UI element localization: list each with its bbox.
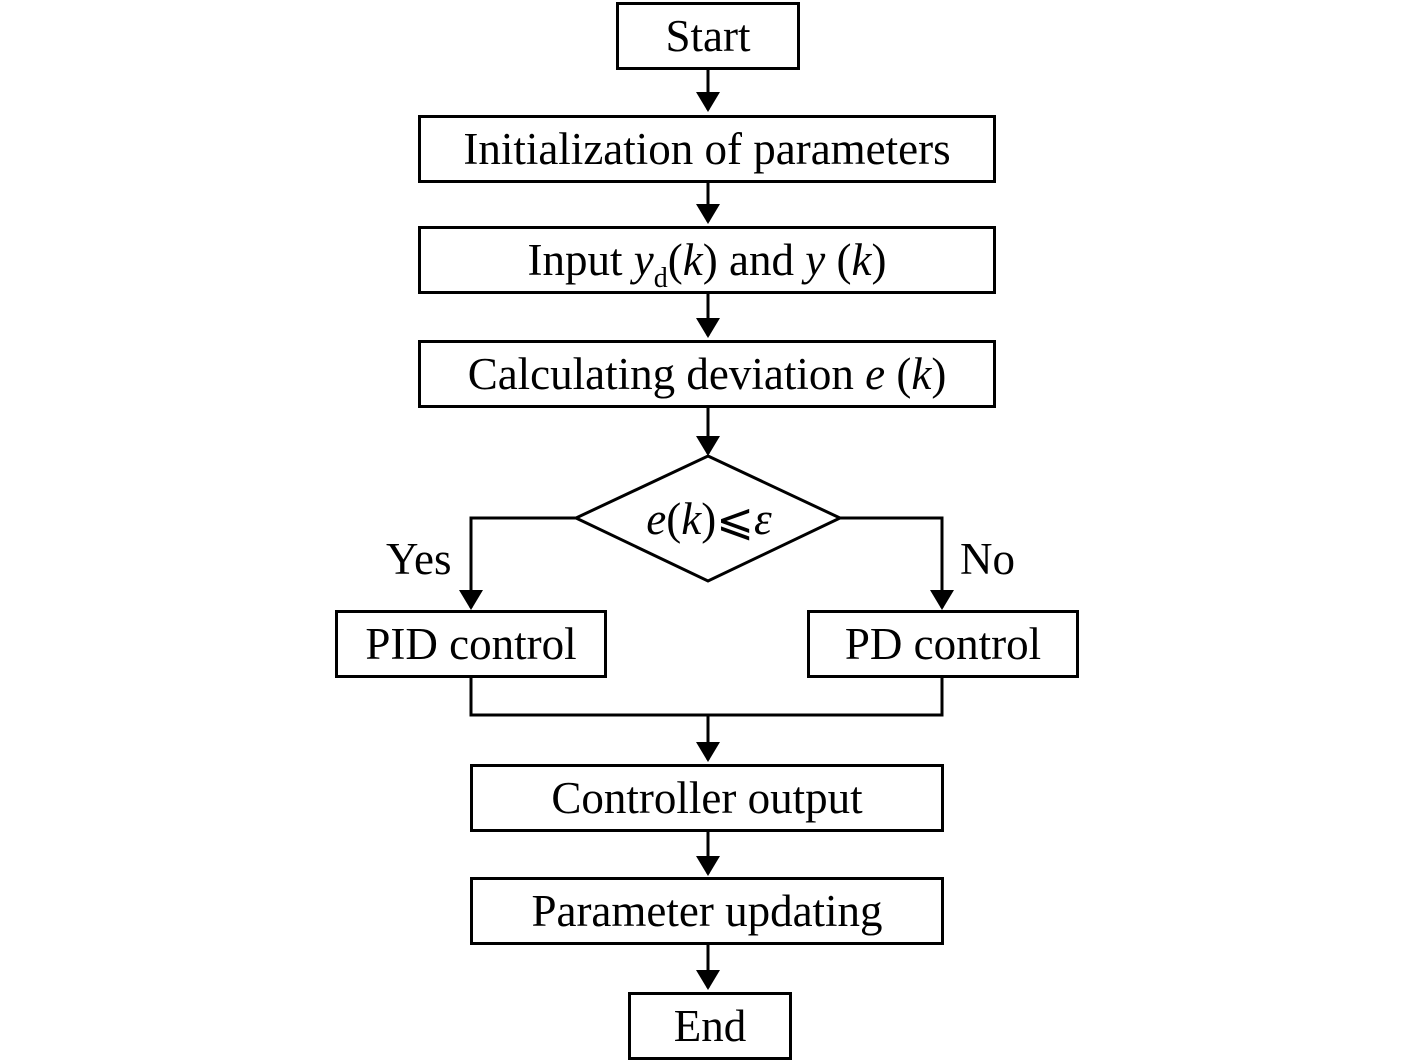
no-label: No	[960, 534, 1015, 584]
calc-arg: (k)	[885, 349, 947, 399]
arrow-yes-branch	[469, 516, 576, 608]
output-label: Controller output	[551, 773, 863, 823]
decision-eps: ε	[753, 494, 772, 544]
pd-control-node: PD control	[807, 610, 1079, 678]
parameter-updating-node: Parameter updating	[470, 877, 944, 945]
controller-output-node: Controller output	[470, 764, 944, 832]
decision-var: e	[646, 494, 667, 544]
calc-var: e	[865, 349, 886, 399]
input-var2: y	[805, 235, 826, 285]
yes-label: Yes	[386, 534, 452, 584]
decision-label: e (k)⩽ε	[578, 458, 840, 580]
pd-label: PD control	[844, 619, 1042, 669]
end-node: End	[628, 992, 792, 1060]
arrow-no-branch	[840, 516, 944, 608]
input-arg2: (k)	[825, 235, 887, 285]
init-node: Initialization of parameters	[418, 115, 996, 183]
input-arg1: (k)	[667, 235, 718, 285]
input-var1: y	[633, 235, 654, 285]
merge-line-pid	[469, 677, 944, 717]
decision-diamond	[572, 454, 844, 583]
input-node: Input yd(k) and y (k)	[418, 226, 996, 294]
input-prefix: Input	[527, 235, 634, 285]
decision-arg: (k)	[666, 494, 717, 544]
input-var1-sub: d	[653, 263, 668, 294]
input-mid: and	[717, 235, 806, 285]
calc-prefix: Calculating deviation	[467, 349, 866, 399]
update-label: Parameter updating	[531, 886, 883, 936]
pid-control-node: PID control	[335, 610, 607, 678]
pid-label: PID control	[365, 619, 577, 669]
calc-node: Calculating deviation e (k)	[418, 340, 996, 408]
decision-op: ⩽	[716, 494, 754, 545]
start-node: Start	[616, 2, 800, 70]
end-label: End	[673, 1001, 747, 1051]
start-label: Start	[665, 11, 751, 61]
calc-label: Calculating deviation e (k)	[468, 348, 947, 400]
init-label: Initialization of parameters	[463, 124, 951, 174]
input-label: Input yd(k) and y (k)	[527, 234, 887, 294]
